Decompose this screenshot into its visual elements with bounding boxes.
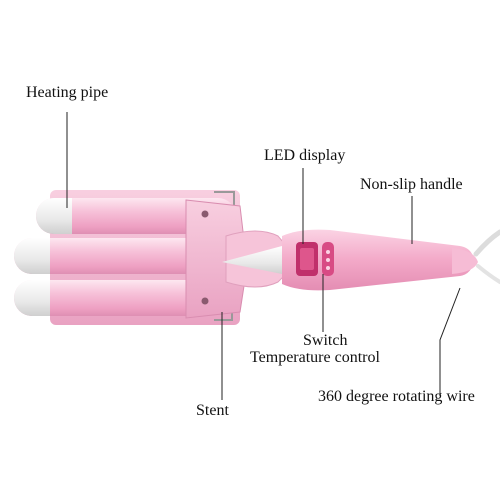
label-rotating-wire: 360 degree rotating wire: [318, 388, 475, 405]
heating-barrel-bottom: [14, 280, 214, 316]
label-non-slip-handle: Non-slip handle: [360, 176, 463, 193]
label-heating-pipe: Heating pipe: [26, 84, 109, 101]
label-led-display: LED display: [264, 147, 346, 164]
rotating-wire: [473, 229, 500, 257]
screw-bottom: [201, 297, 209, 305]
label-switch: Switch: [303, 332, 348, 349]
stent-clip-top: [214, 191, 235, 208]
leader-rotating-wire: [439, 287, 461, 396]
heating-barrel-middle: [14, 238, 214, 274]
label-stent: Stent: [196, 402, 229, 419]
handle-end: [452, 248, 478, 274]
label-temperature-control: Temperature control: [250, 349, 380, 366]
white-cone: [222, 246, 287, 274]
screw-top: [201, 210, 209, 218]
